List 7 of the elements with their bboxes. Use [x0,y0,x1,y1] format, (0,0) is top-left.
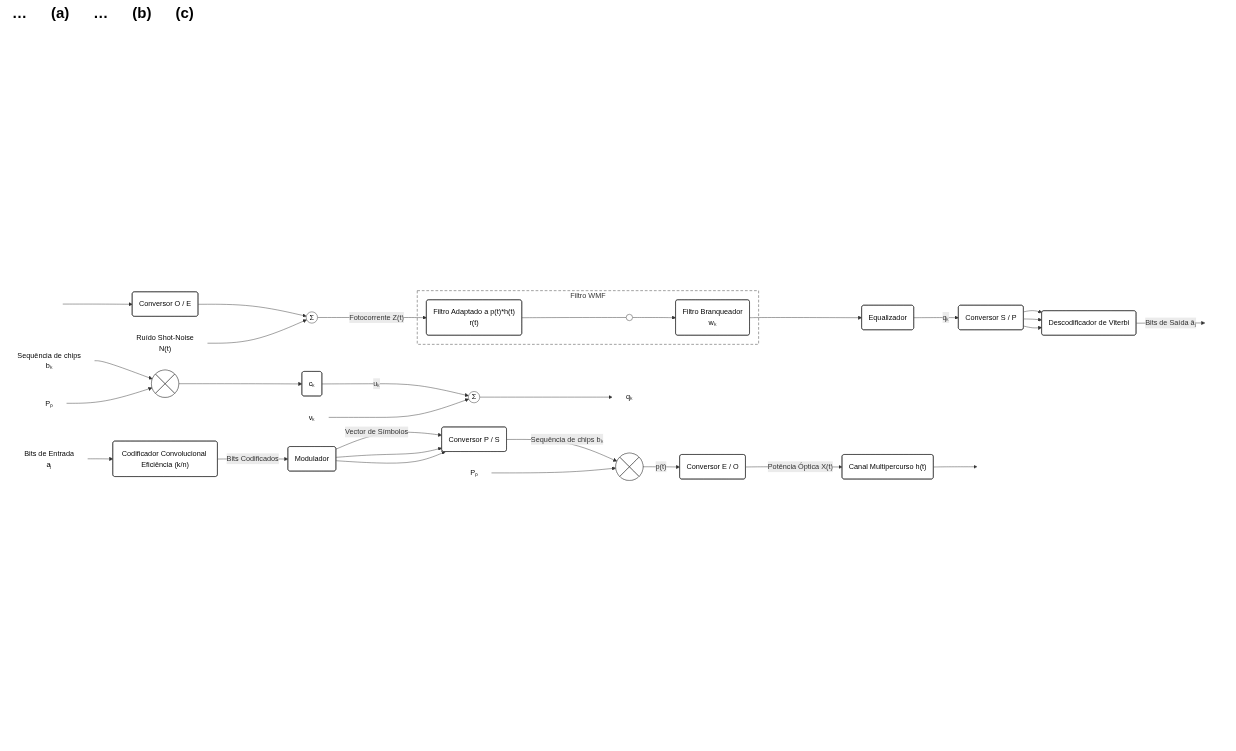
panel-label: … [12,4,27,21]
panel-label: (a) [51,4,70,21]
panel-label: (c) [175,4,194,21]
panel-label: (b) [132,4,152,21]
panel-label: … [93,4,109,21]
node-switch [625,314,633,321]
connector [521,317,627,319]
